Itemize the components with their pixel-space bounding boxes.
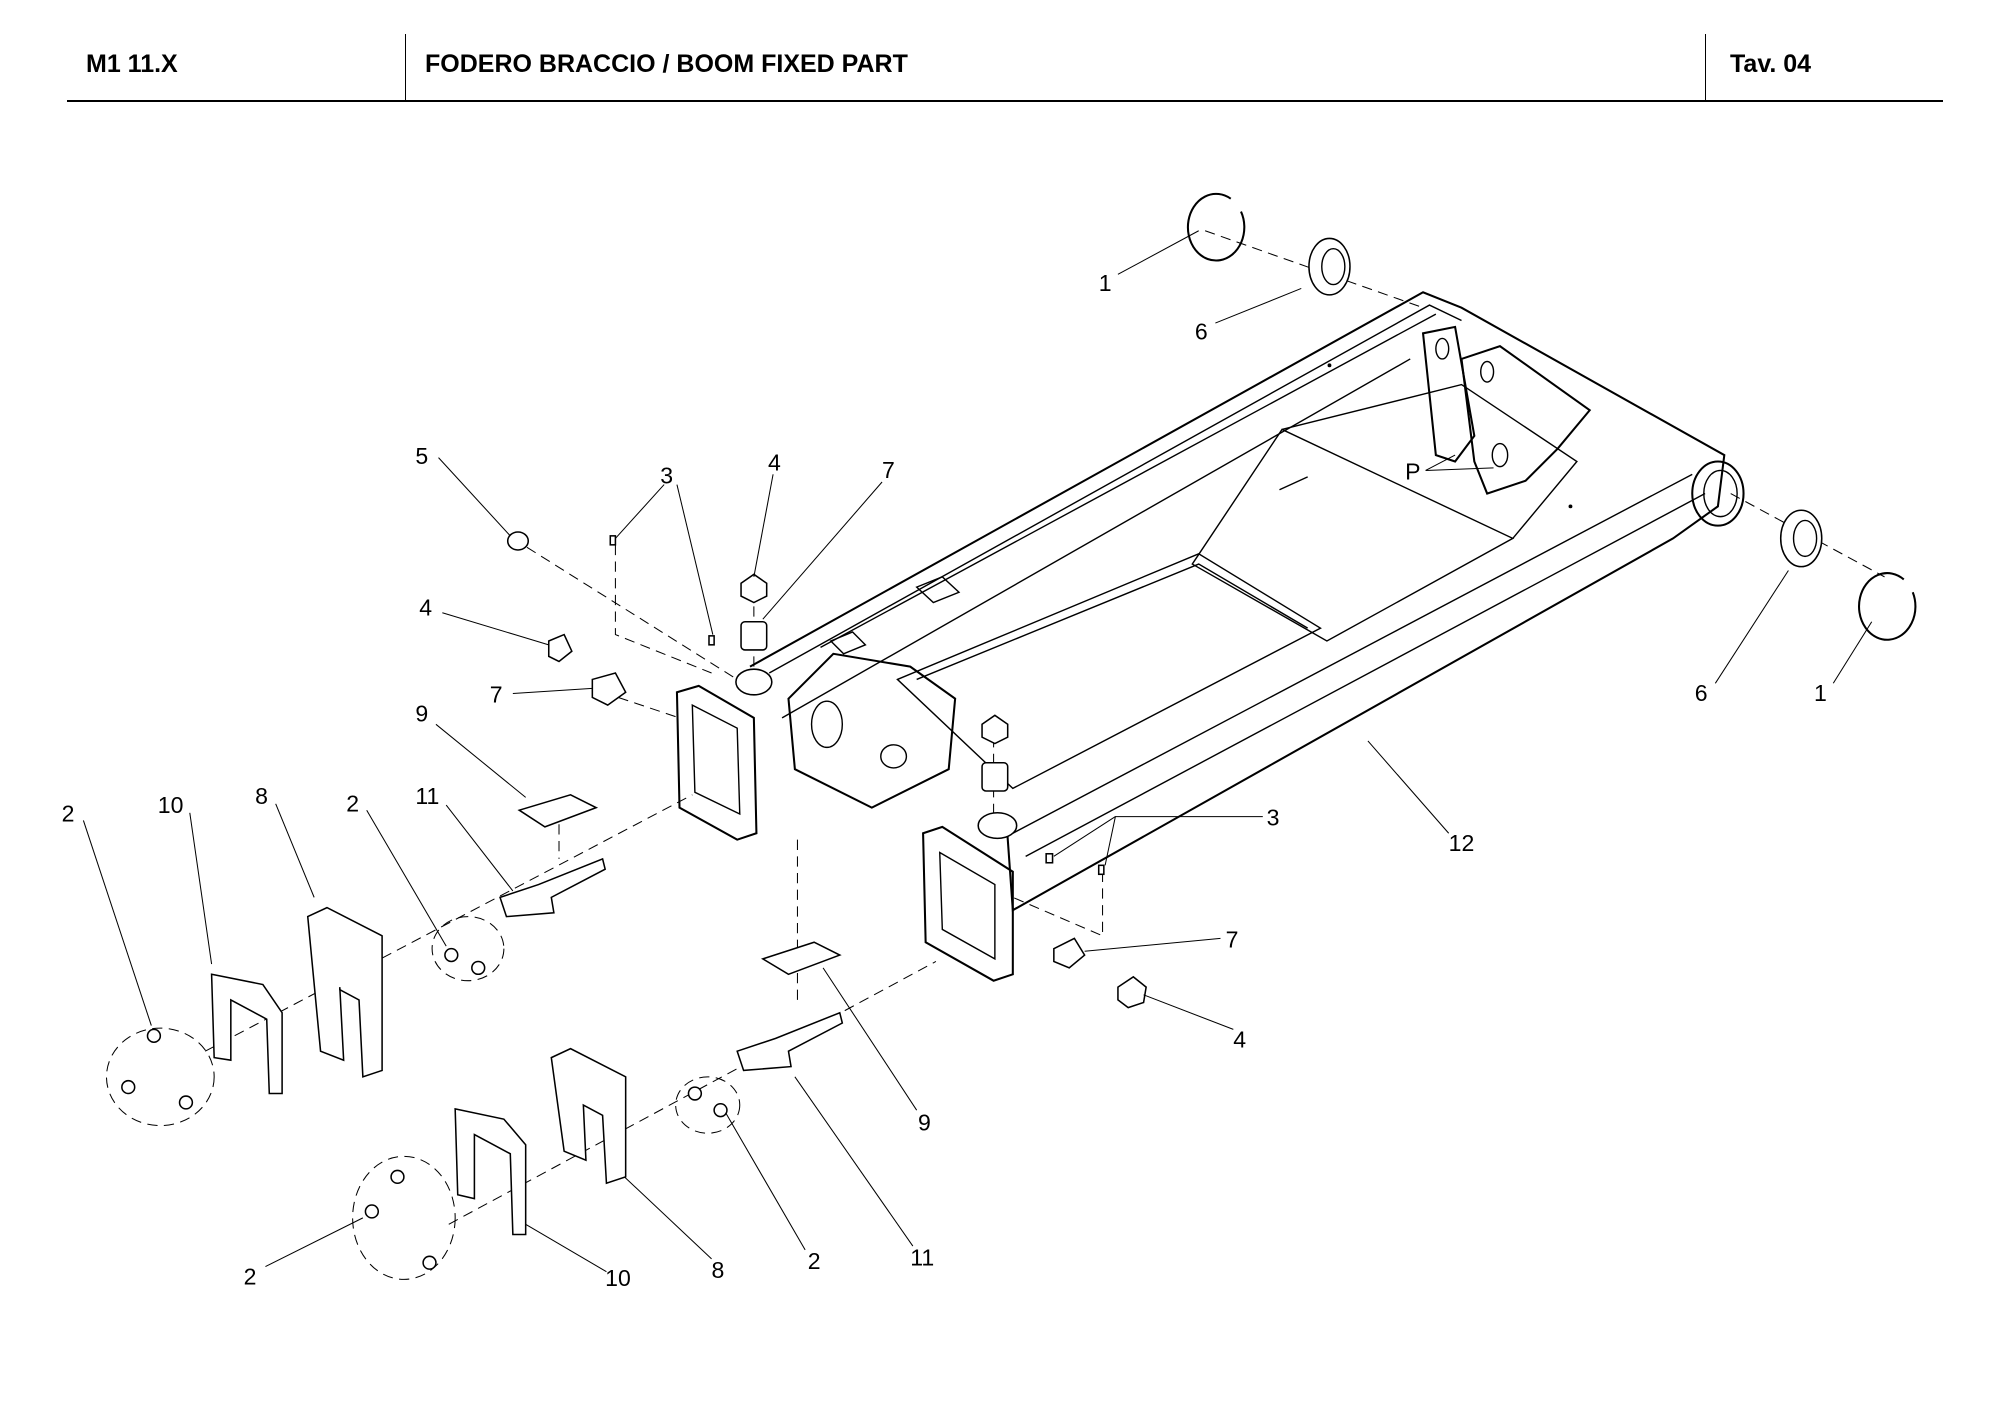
- bolts-part-2: [121, 947, 728, 1270]
- front-frame-left: [675, 684, 758, 841]
- callout-8: 8: [712, 1257, 725, 1283]
- snap-ring-part-1: [1186, 192, 1246, 262]
- u-plate-part-10: [210, 973, 283, 1095]
- callout-1: 1: [1814, 680, 1827, 706]
- callout-4: 4: [419, 594, 432, 620]
- callout-6: 6: [1695, 680, 1708, 706]
- callouts: 1 6 1 6 5 3 4 7 4 7 9 11 2 10 8 2 3 12 7…: [62, 270, 1827, 1291]
- divider: [1705, 34, 1706, 100]
- callout-2: 2: [346, 790, 359, 816]
- callout-1: 1: [1099, 270, 1112, 296]
- callout-3: 3: [660, 462, 673, 488]
- callout-5: 5: [415, 443, 428, 469]
- callout-10: 10: [605, 1265, 631, 1291]
- snap-ring-part-1: [1858, 572, 1917, 641]
- grease-nipple-part-3: [609, 535, 617, 546]
- header-rule: [67, 100, 1943, 102]
- callout-7: 7: [1226, 926, 1239, 952]
- model-code: M1 11.X: [86, 50, 178, 78]
- callout-7: 7: [882, 457, 895, 483]
- front-frame-right: [922, 825, 1014, 982]
- callout-11: 11: [415, 783, 439, 809]
- wear-pad-part-9: [517, 793, 599, 828]
- callout-10: 10: [158, 792, 184, 818]
- parts: [121, 192, 1917, 1270]
- callout-2: 2: [62, 801, 75, 827]
- plug-part-5: [506, 531, 530, 551]
- assembly-lines: [105, 230, 1885, 1280]
- slide-plate-part-11: [499, 857, 607, 918]
- callout-4: 4: [768, 449, 781, 475]
- callout-p: P: [1405, 458, 1420, 484]
- callout-7: 7: [490, 682, 503, 708]
- callout-6: 6: [1195, 319, 1208, 345]
- callout-9: 9: [918, 1110, 931, 1136]
- callout-3: 3: [1267, 805, 1280, 831]
- title-block: M1 11.X FODERO BRACCIO / BOOM FIXED PART…: [0, 0, 2000, 102]
- drawing-title: FODERO BRACCIO / BOOM FIXED PART: [425, 50, 908, 78]
- callout-4: 4: [1233, 1026, 1246, 1052]
- table-number: Tav. 04: [1730, 50, 1812, 78]
- leader-lines: [82, 230, 1873, 1273]
- callout-11: 11: [910, 1244, 934, 1270]
- shim-plate-part-8: [306, 906, 383, 1078]
- bushing-part-6: [1779, 509, 1823, 568]
- bushing-part-6: [1308, 237, 1351, 296]
- pad-part-7: [740, 620, 768, 651]
- callout-8: 8: [255, 783, 268, 809]
- callout-2: 2: [808, 1248, 821, 1274]
- callout-2: 2: [244, 1264, 257, 1290]
- divider: [405, 34, 406, 100]
- nut-part-4: [740, 573, 768, 604]
- callout-12: 12: [1449, 830, 1475, 856]
- callout-9: 9: [415, 701, 428, 727]
- boom-fixed-part: [749, 291, 1745, 912]
